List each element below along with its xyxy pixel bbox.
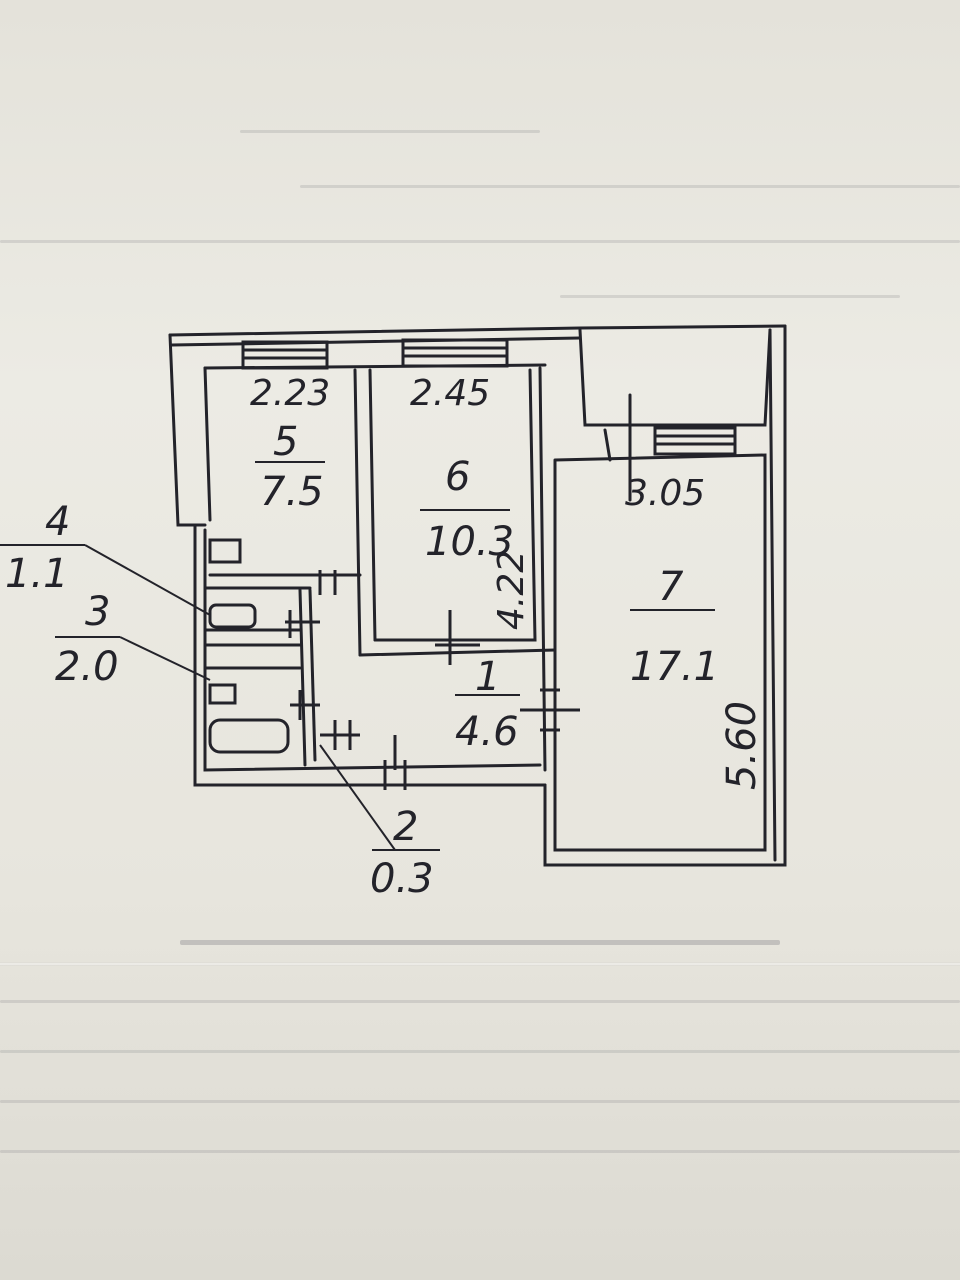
bath-partition [298, 588, 307, 767]
room5-left-wall [203, 366, 212, 522]
room-6-width: 2.45 [410, 373, 490, 414]
outer-left-wall-top [168, 333, 207, 527]
outer-top-wall [168, 324, 787, 337]
fixtures [208, 538, 290, 754]
room-1-number: 1 [475, 654, 500, 700]
inner-left-bottom-wall [203, 528, 542, 772]
balcony [578, 328, 772, 427]
bath-partition-inner [308, 588, 317, 762]
room-4-number: 4 [45, 499, 70, 545]
room-2-area: 0.3 [370, 856, 434, 902]
faded-text-line [240, 130, 540, 133]
window-room7 [653, 426, 737, 456]
outer-top-wall-inner [170, 336, 582, 347]
room-4-area: 1.1 [5, 551, 69, 597]
room-5-number: 5 [273, 419, 298, 465]
room6-inner-wall [373, 368, 537, 642]
faded-text-line [0, 1000, 960, 1003]
faded-text-line [0, 1050, 960, 1053]
bathtub-icon [208, 718, 290, 754]
room-7-number: 7 [658, 564, 684, 610]
outer-left-bottom-wall [193, 523, 547, 787]
room6-left-wall [368, 368, 377, 642]
room-6-area: 10.3 [425, 519, 514, 565]
room-2-number: 2 [393, 804, 418, 850]
walls [168, 324, 787, 867]
windows [241, 338, 737, 456]
faded-text-line [0, 1150, 960, 1153]
paper-fold [0, 962, 960, 966]
balcony-door [603, 428, 612, 462]
sink-icon [208, 538, 242, 564]
room-6-depth: 4.22 [491, 550, 532, 630]
room-3-number: 3 [85, 589, 110, 635]
outer-right-bottom [543, 324, 787, 867]
room-3-area: 2.0 [55, 644, 119, 690]
window-room5 [241, 340, 329, 370]
room7-walls [553, 453, 767, 852]
window-room6 [401, 338, 509, 368]
toilet-icon [208, 603, 257, 629]
door-marks [285, 570, 580, 790]
faded-text-line [0, 240, 960, 243]
washbasin-icon [208, 683, 237, 705]
room-1-area: 4.6 [455, 709, 519, 755]
labels: 4 1.1 3 2.0 2.23 5 7.5 2.45 6 10.3 4.22 … [5, 373, 765, 902]
faded-text-line [560, 295, 900, 298]
room-5-area: 7.5 [260, 469, 324, 515]
room-5-width: 2.23 [250, 373, 330, 414]
room5-room6-wall [353, 368, 362, 657]
faded-text-line [180, 940, 780, 945]
outer-right-wall [768, 328, 777, 862]
room6-bottom-wall [358, 648, 557, 657]
room-7-width: 3.05 [625, 473, 705, 514]
faded-text-line [0, 1100, 960, 1103]
faded-text-line [300, 185, 960, 188]
room-7-depth: 5.60 [719, 701, 765, 790]
room6-right-wall [538, 366, 547, 772]
leader-lines [0, 461, 715, 851]
room-7-area: 17.1 [630, 644, 719, 690]
room-6-number: 6 [445, 454, 470, 500]
